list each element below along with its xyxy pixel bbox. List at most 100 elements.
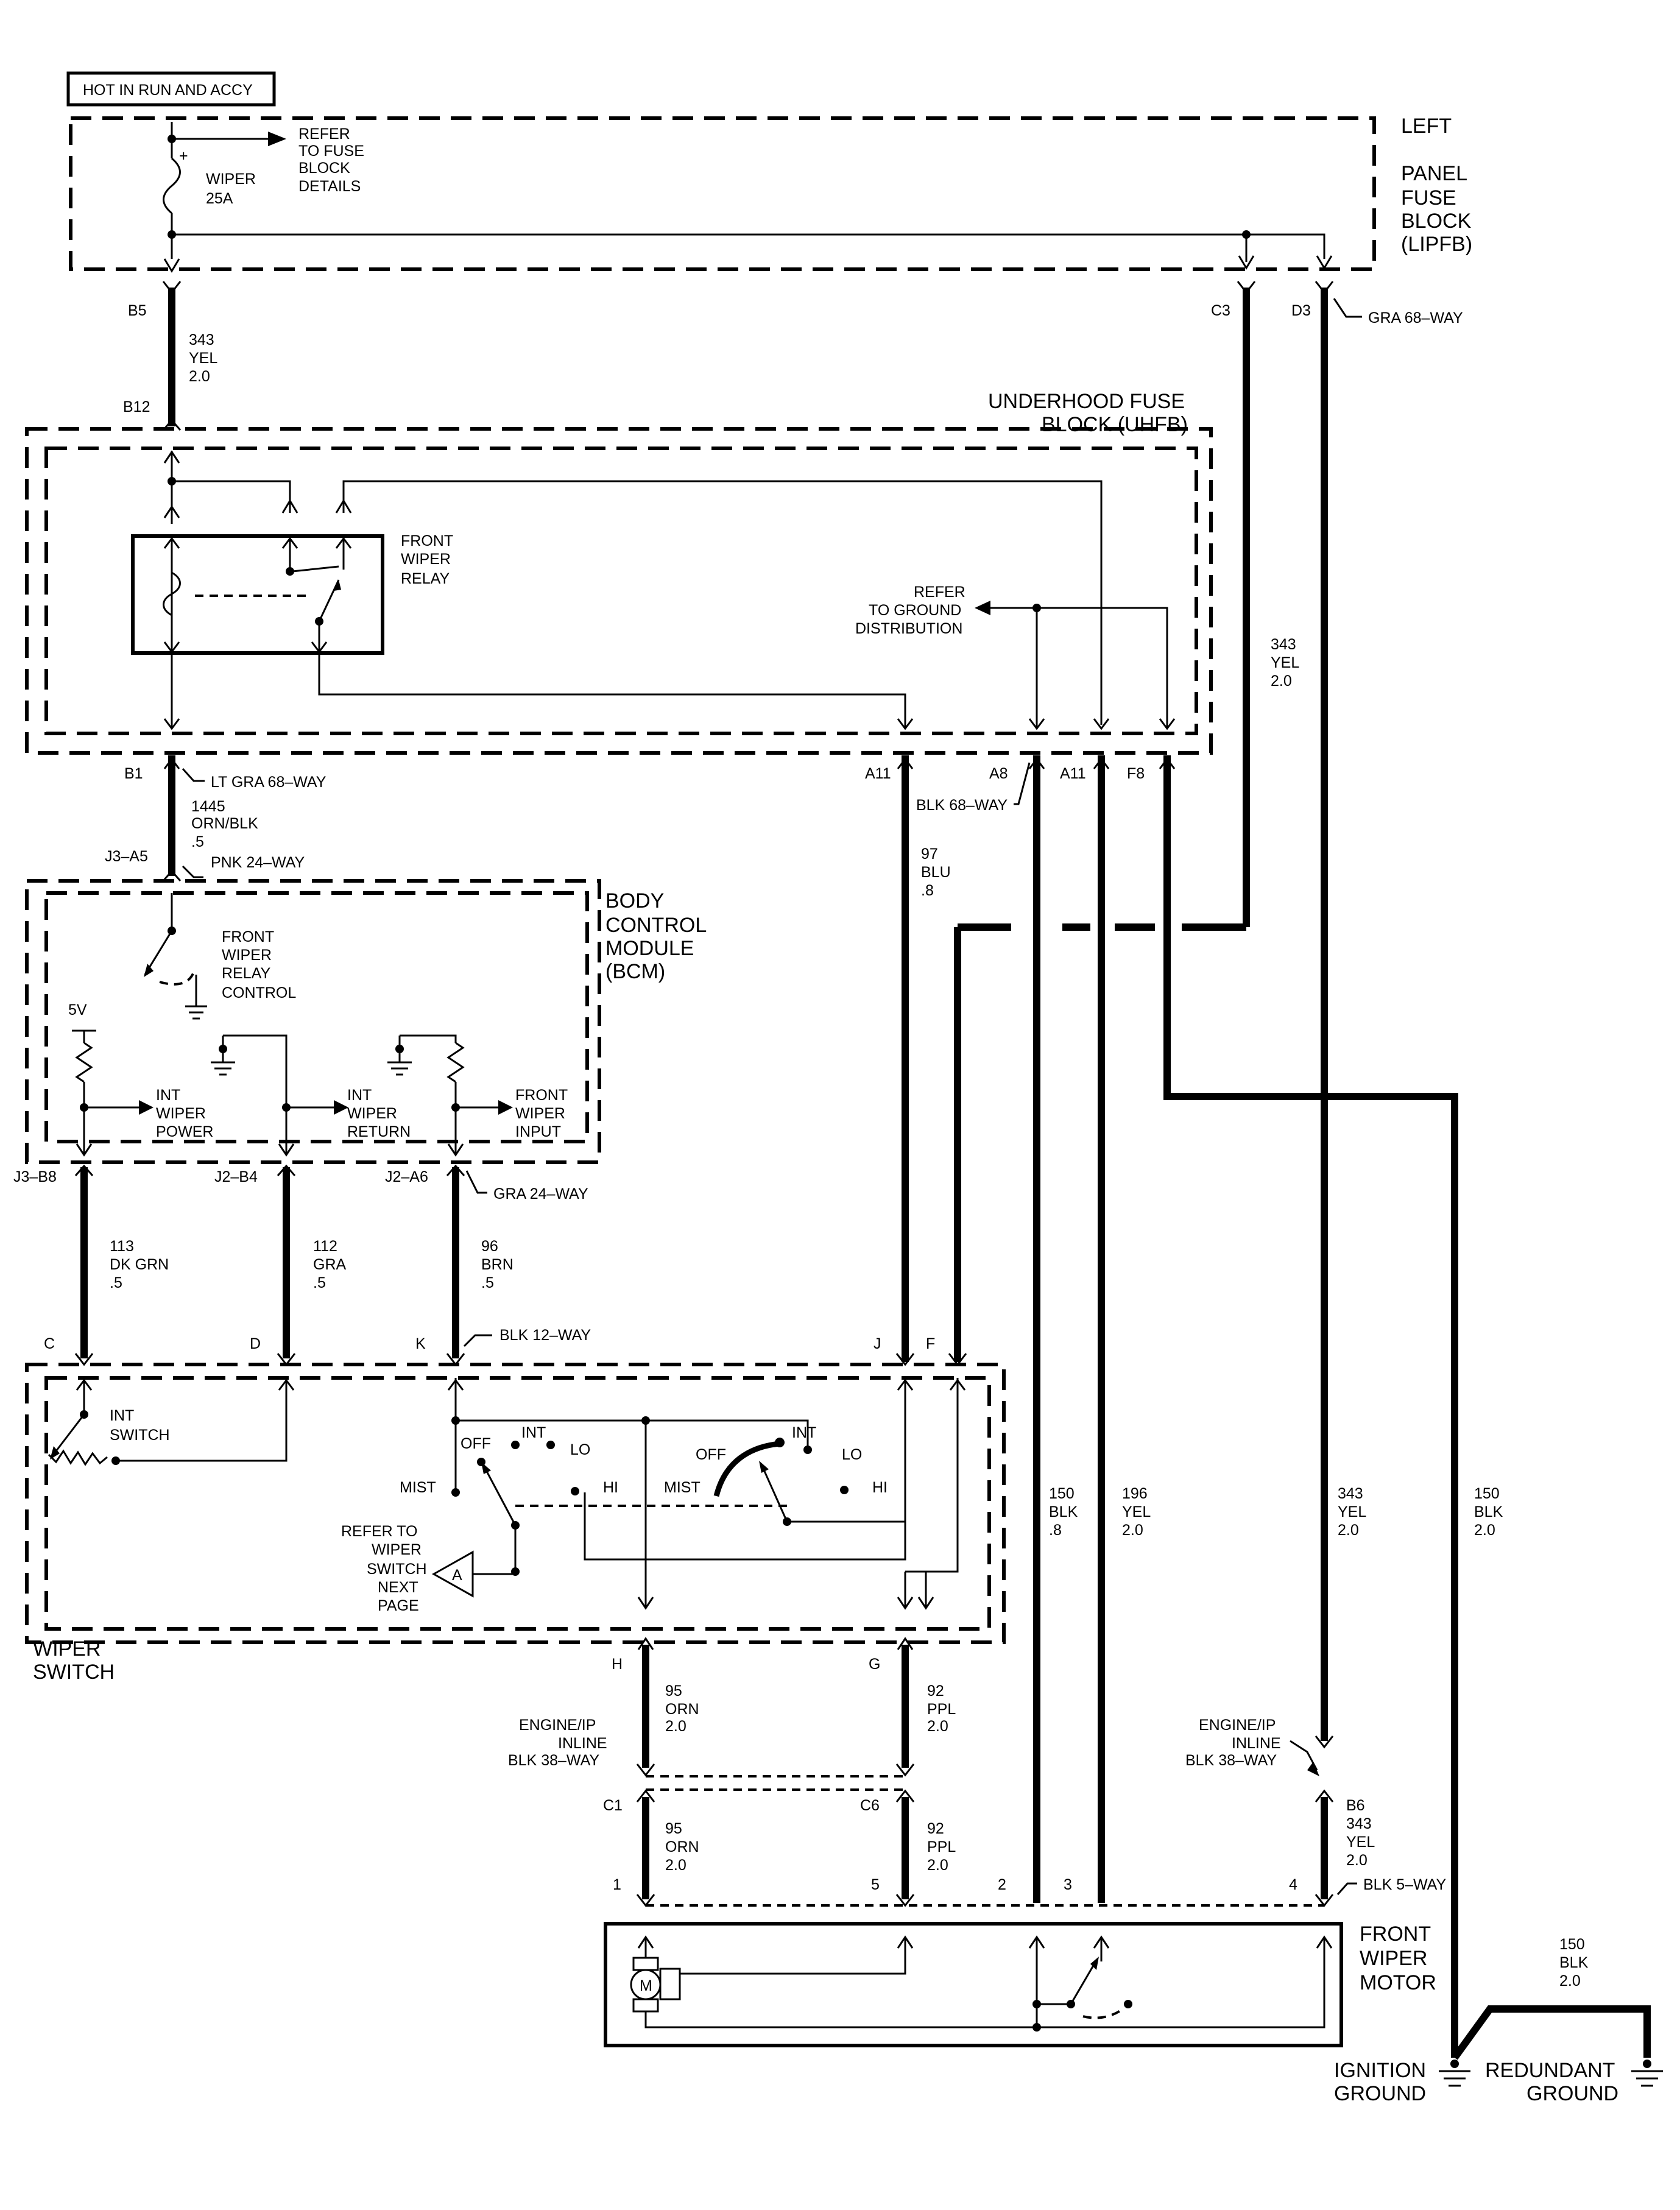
svg-text:BLK 38–WAY: BLK 38–WAY (508, 1752, 599, 1769)
svg-text:BODY: BODY (605, 889, 664, 913)
bcm-front-wiper-input: FRONT WIPER INPUT (387, 1034, 568, 1157)
svg-text:A11: A11 (865, 765, 891, 782)
wire-92-upper: G 92 PPL 2.0 (869, 1637, 956, 1777)
svg-text:WIPER: WIPER (222, 947, 272, 964)
svg-text:WIPER: WIPER (156, 1105, 206, 1122)
svg-text:INT: INT (110, 1407, 134, 1424)
wire-196: 196 YEL 2.0 (1098, 755, 1151, 1903)
svg-text:ORN: ORN (665, 1701, 699, 1718)
wire-150-f8: 150 BLK 2.0 (1163, 755, 1503, 2058)
svg-text:FRONT: FRONT (401, 532, 453, 549)
svg-text:PNK 24–WAY: PNK 24–WAY (211, 854, 305, 871)
svg-text:PPL: PPL (927, 1838, 956, 1855)
svg-text:196: 196 (1122, 1485, 1148, 1502)
svg-text:FRONT: FRONT (1360, 1922, 1431, 1946)
svg-text:BLK: BLK (1049, 1503, 1078, 1520)
svg-text:150: 150 (1049, 1485, 1075, 1502)
svg-text:NEXT: NEXT (378, 1579, 418, 1596)
svg-text:J3–B8: J3–B8 (13, 1168, 57, 1185)
c3-d3-connector: C3 D3 GRA 68–WAY (1211, 281, 1463, 327)
svg-text:343: 343 (1271, 636, 1296, 653)
svg-text:BLK 5–WAY: BLK 5–WAY (1363, 1876, 1446, 1893)
svg-text:OFF: OFF (461, 1435, 491, 1452)
svg-text:GROUND: GROUND (1526, 2082, 1618, 2105)
svg-text:B12: B12 (123, 398, 150, 415)
svg-text:2.0: 2.0 (665, 1857, 686, 1874)
svg-text:RETURN: RETURN (347, 1123, 411, 1140)
svg-text:C3: C3 (1211, 302, 1230, 319)
svg-text:2.0: 2.0 (1122, 1522, 1143, 1539)
svg-text:LO: LO (842, 1446, 862, 1463)
svg-text:H: H (612, 1656, 623, 1673)
svg-text:4: 4 (1289, 1876, 1297, 1893)
svg-text:92: 92 (927, 1820, 944, 1837)
svg-text:.5: .5 (110, 1274, 122, 1291)
svg-text:BLK 38–WAY: BLK 38–WAY (1185, 1752, 1277, 1769)
svg-text:A11: A11 (1060, 765, 1086, 782)
svg-text:REDUNDANT: REDUNDANT (1485, 2059, 1615, 2082)
mode-switch-right: OFF INT LO HI MIST (637, 1419, 905, 1610)
body-control-module: BODY CONTROL MODULE (BCM) (25, 879, 707, 1164)
svg-text:2.0: 2.0 (1559, 1972, 1581, 1989)
svg-text:2.0: 2.0 (927, 1857, 948, 1874)
svg-text:MOTOR: MOTOR (1360, 1971, 1436, 1994)
svg-text:C: C (44, 1335, 55, 1352)
svg-text:BLK 68–WAY: BLK 68–WAY (916, 797, 1008, 814)
svg-text:FRONT: FRONT (222, 928, 274, 945)
svg-text:BLOCK: BLOCK (1401, 210, 1472, 233)
svg-text:5: 5 (871, 1876, 880, 1893)
svg-text:2.0: 2.0 (1271, 673, 1292, 690)
svg-text:SWITCH: SWITCH (110, 1427, 170, 1444)
svg-text:REFER: REFER (298, 125, 350, 143)
wiper-switch-connector: C D K BLK 12–WAY J F (44, 1327, 967, 1366)
svg-text:WIPER: WIPER (33, 1637, 101, 1661)
svg-text:CONTROL: CONTROL (605, 914, 707, 937)
wire-95-lower: C1 95 ORN 2.0 1 (603, 1789, 699, 1907)
svg-text:MIST: MIST (664, 1479, 701, 1496)
svg-text:(LIPFB): (LIPFB) (1401, 233, 1472, 256)
svg-text:112: 112 (313, 1238, 337, 1255)
refer-next-page: A REFER TO WIPER SWITCH NEXT PAGE (341, 1523, 515, 1614)
svg-text:RELAY: RELAY (222, 965, 270, 982)
svg-text:INT: INT (347, 1087, 372, 1104)
svg-text:150: 150 (1559, 1936, 1585, 1953)
svg-text:OFF: OFF (696, 1446, 726, 1463)
svg-text:.5: .5 (191, 833, 204, 850)
svg-text:FRONT: FRONT (515, 1087, 568, 1104)
svg-text:F: F (926, 1335, 935, 1352)
svg-text:SWITCH: SWITCH (33, 1661, 115, 1684)
svg-text:INPUT: INPUT (515, 1123, 561, 1140)
svg-text:YEL: YEL (1271, 654, 1299, 671)
svg-text:BLOCK: BLOCK (298, 160, 350, 177)
svg-text:LEFT: LEFT (1401, 115, 1452, 138)
svg-text:PAGE: PAGE (378, 1597, 419, 1614)
svg-text:J3–A5: J3–A5 (105, 848, 148, 865)
svg-text:WIPER: WIPER (206, 171, 256, 188)
svg-text:2.0: 2.0 (1338, 1522, 1359, 1539)
wire-1445: 1445 ORN/BLK .5 J3–A5 PNK 24–WAY (105, 755, 305, 881)
uhfb-output-wiring: REFER TO GROUND DISTRIBUTION (163, 584, 1176, 730)
svg-text:PPL: PPL (927, 1701, 956, 1718)
svg-text:WIPER: WIPER (401, 551, 451, 568)
svg-text:G: G (869, 1656, 880, 1673)
wire-343-c3: 343 YEL 2.0 (1243, 288, 1299, 927)
svg-text:(BCM): (BCM) (605, 960, 665, 983)
svg-text:ENGINE/IP: ENGINE/IP (1199, 1717, 1276, 1734)
wire-343-lower: B6 343 YEL 2.0 4 (1289, 1789, 1375, 1907)
svg-text:BLK: BLK (1559, 1954, 1589, 1971)
svg-text:A8: A8 (989, 765, 1008, 782)
wire-343-top: B5 B12 343 YEL 2.0 (123, 281, 217, 431)
svg-text:BLU: BLU (921, 864, 951, 881)
svg-text:1: 1 (613, 1876, 621, 1893)
svg-text:UNDERHOOD FUSE: UNDERHOOD FUSE (988, 390, 1185, 413)
svg-text:DISTRIBUTION: DISTRIBUTION (855, 620, 962, 637)
svg-text:J2–A6: J2–A6 (385, 1168, 428, 1185)
wire-112: 112 GRA .5 (283, 1167, 347, 1358)
wire-343-cross: 343 YEL 2.0 (954, 923, 1455, 1539)
svg-text:YEL: YEL (1338, 1503, 1366, 1520)
redundant-ground: REDUNDANT GROUND (1485, 2059, 1663, 2105)
svg-text:D3: D3 (1291, 302, 1311, 319)
svg-text:INLINE: INLINE (558, 1735, 607, 1752)
svg-text:YEL: YEL (1122, 1503, 1151, 1520)
wire-95-upper: H 95 ORN 2.0 (612, 1637, 699, 1777)
